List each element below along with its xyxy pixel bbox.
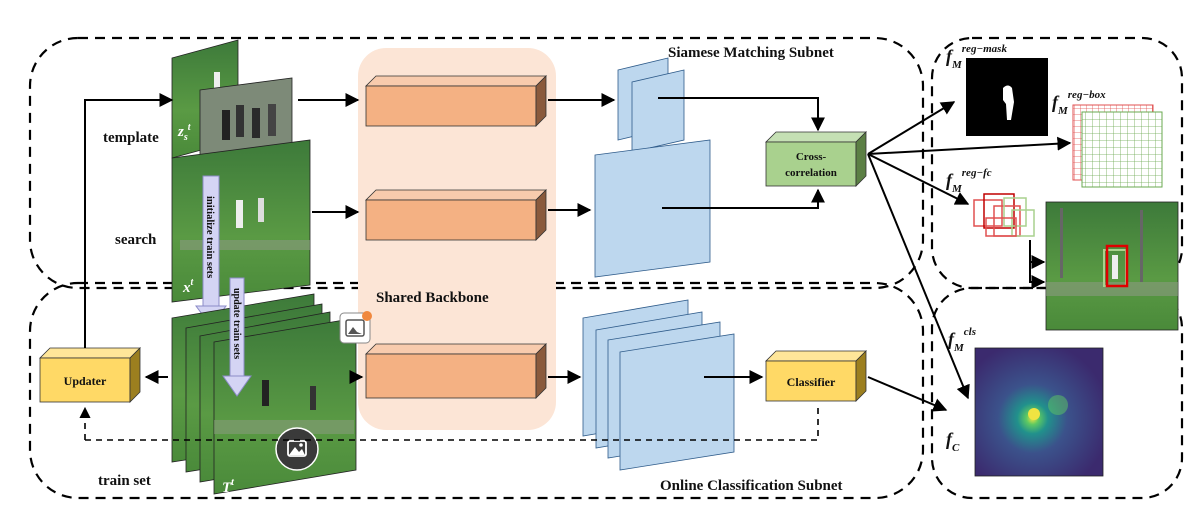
f-cls-symbol: fMcls xyxy=(948,326,976,354)
classifier-block: Classifier xyxy=(765,350,867,402)
update-train-sets-arrow: update train sets xyxy=(222,277,252,397)
tracking-result-image xyxy=(1045,201,1179,331)
f-c-symbol: fC xyxy=(946,429,960,454)
svg-text:correlation: correlation xyxy=(785,167,837,179)
image-edit-icon xyxy=(339,311,372,344)
f-box-symbol: fMreg−box xyxy=(1052,89,1106,117)
svg-text:Classifier: Classifier xyxy=(787,375,836,389)
xcorr-to-box-arrow xyxy=(867,136,1072,155)
connection-arrows xyxy=(84,93,1072,412)
search-label: search xyxy=(115,232,157,248)
fc-to-result-arrow-1 xyxy=(1029,240,1046,269)
x-symbol: xt xyxy=(182,277,195,296)
f-mask-symbol: fMreg−mask xyxy=(946,43,1007,71)
template-feature-maps xyxy=(617,57,685,153)
image-icon xyxy=(275,427,319,471)
xcorr-to-fc-arrow xyxy=(867,153,970,205)
feedback-dashed-line xyxy=(85,404,819,441)
fc-boxes xyxy=(973,193,1035,237)
search-feature-to-xcorr-arrow xyxy=(662,188,825,209)
updater-to-template-arrow xyxy=(84,93,174,348)
heatmap-peak xyxy=(1028,408,1040,420)
shared-backbone-title: Shared Backbone xyxy=(376,290,489,306)
train-set-images xyxy=(171,293,357,495)
z-s-symbol: zst xyxy=(177,122,192,143)
svg-text:update train sets: update train sets xyxy=(231,288,242,359)
train-set-label: train set xyxy=(98,473,151,489)
template-label: template xyxy=(103,130,159,146)
train-feature-maps xyxy=(582,299,735,471)
svg-text:Cross-: Cross- xyxy=(796,151,827,163)
updater-block: Updater xyxy=(39,347,141,403)
backbone-block-template xyxy=(365,75,547,127)
backbone-block-search xyxy=(365,189,547,241)
svg-text:Updater: Updater xyxy=(64,374,107,388)
svg-text:initialize train sets: initialize train sets xyxy=(204,196,215,278)
classifier-to-fc-arrow xyxy=(867,376,948,412)
f-fc-symbol: fMreg−fc xyxy=(946,167,992,195)
box-grid-green xyxy=(1082,112,1162,187)
siamese-subnet-title: Siamese Matching Subnet xyxy=(668,45,834,61)
backbone-block-train xyxy=(365,343,547,399)
search-feature-map xyxy=(594,139,711,278)
xcorr-to-fc-cls-arrow xyxy=(867,153,970,400)
xcorr-to-mask-arrow xyxy=(867,101,956,155)
heatmap-secondary-peak xyxy=(1048,395,1068,415)
cross-correlation-block: Cross- correlation xyxy=(765,131,867,187)
mask-silhouette xyxy=(1003,85,1014,120)
online-subnet-title: Online Classification Subnet xyxy=(660,478,843,494)
fc-to-result-arrow-2 xyxy=(1029,262,1046,289)
T-symbol: Tt xyxy=(222,477,235,496)
template-feature-to-xcorr-arrow xyxy=(658,97,825,132)
